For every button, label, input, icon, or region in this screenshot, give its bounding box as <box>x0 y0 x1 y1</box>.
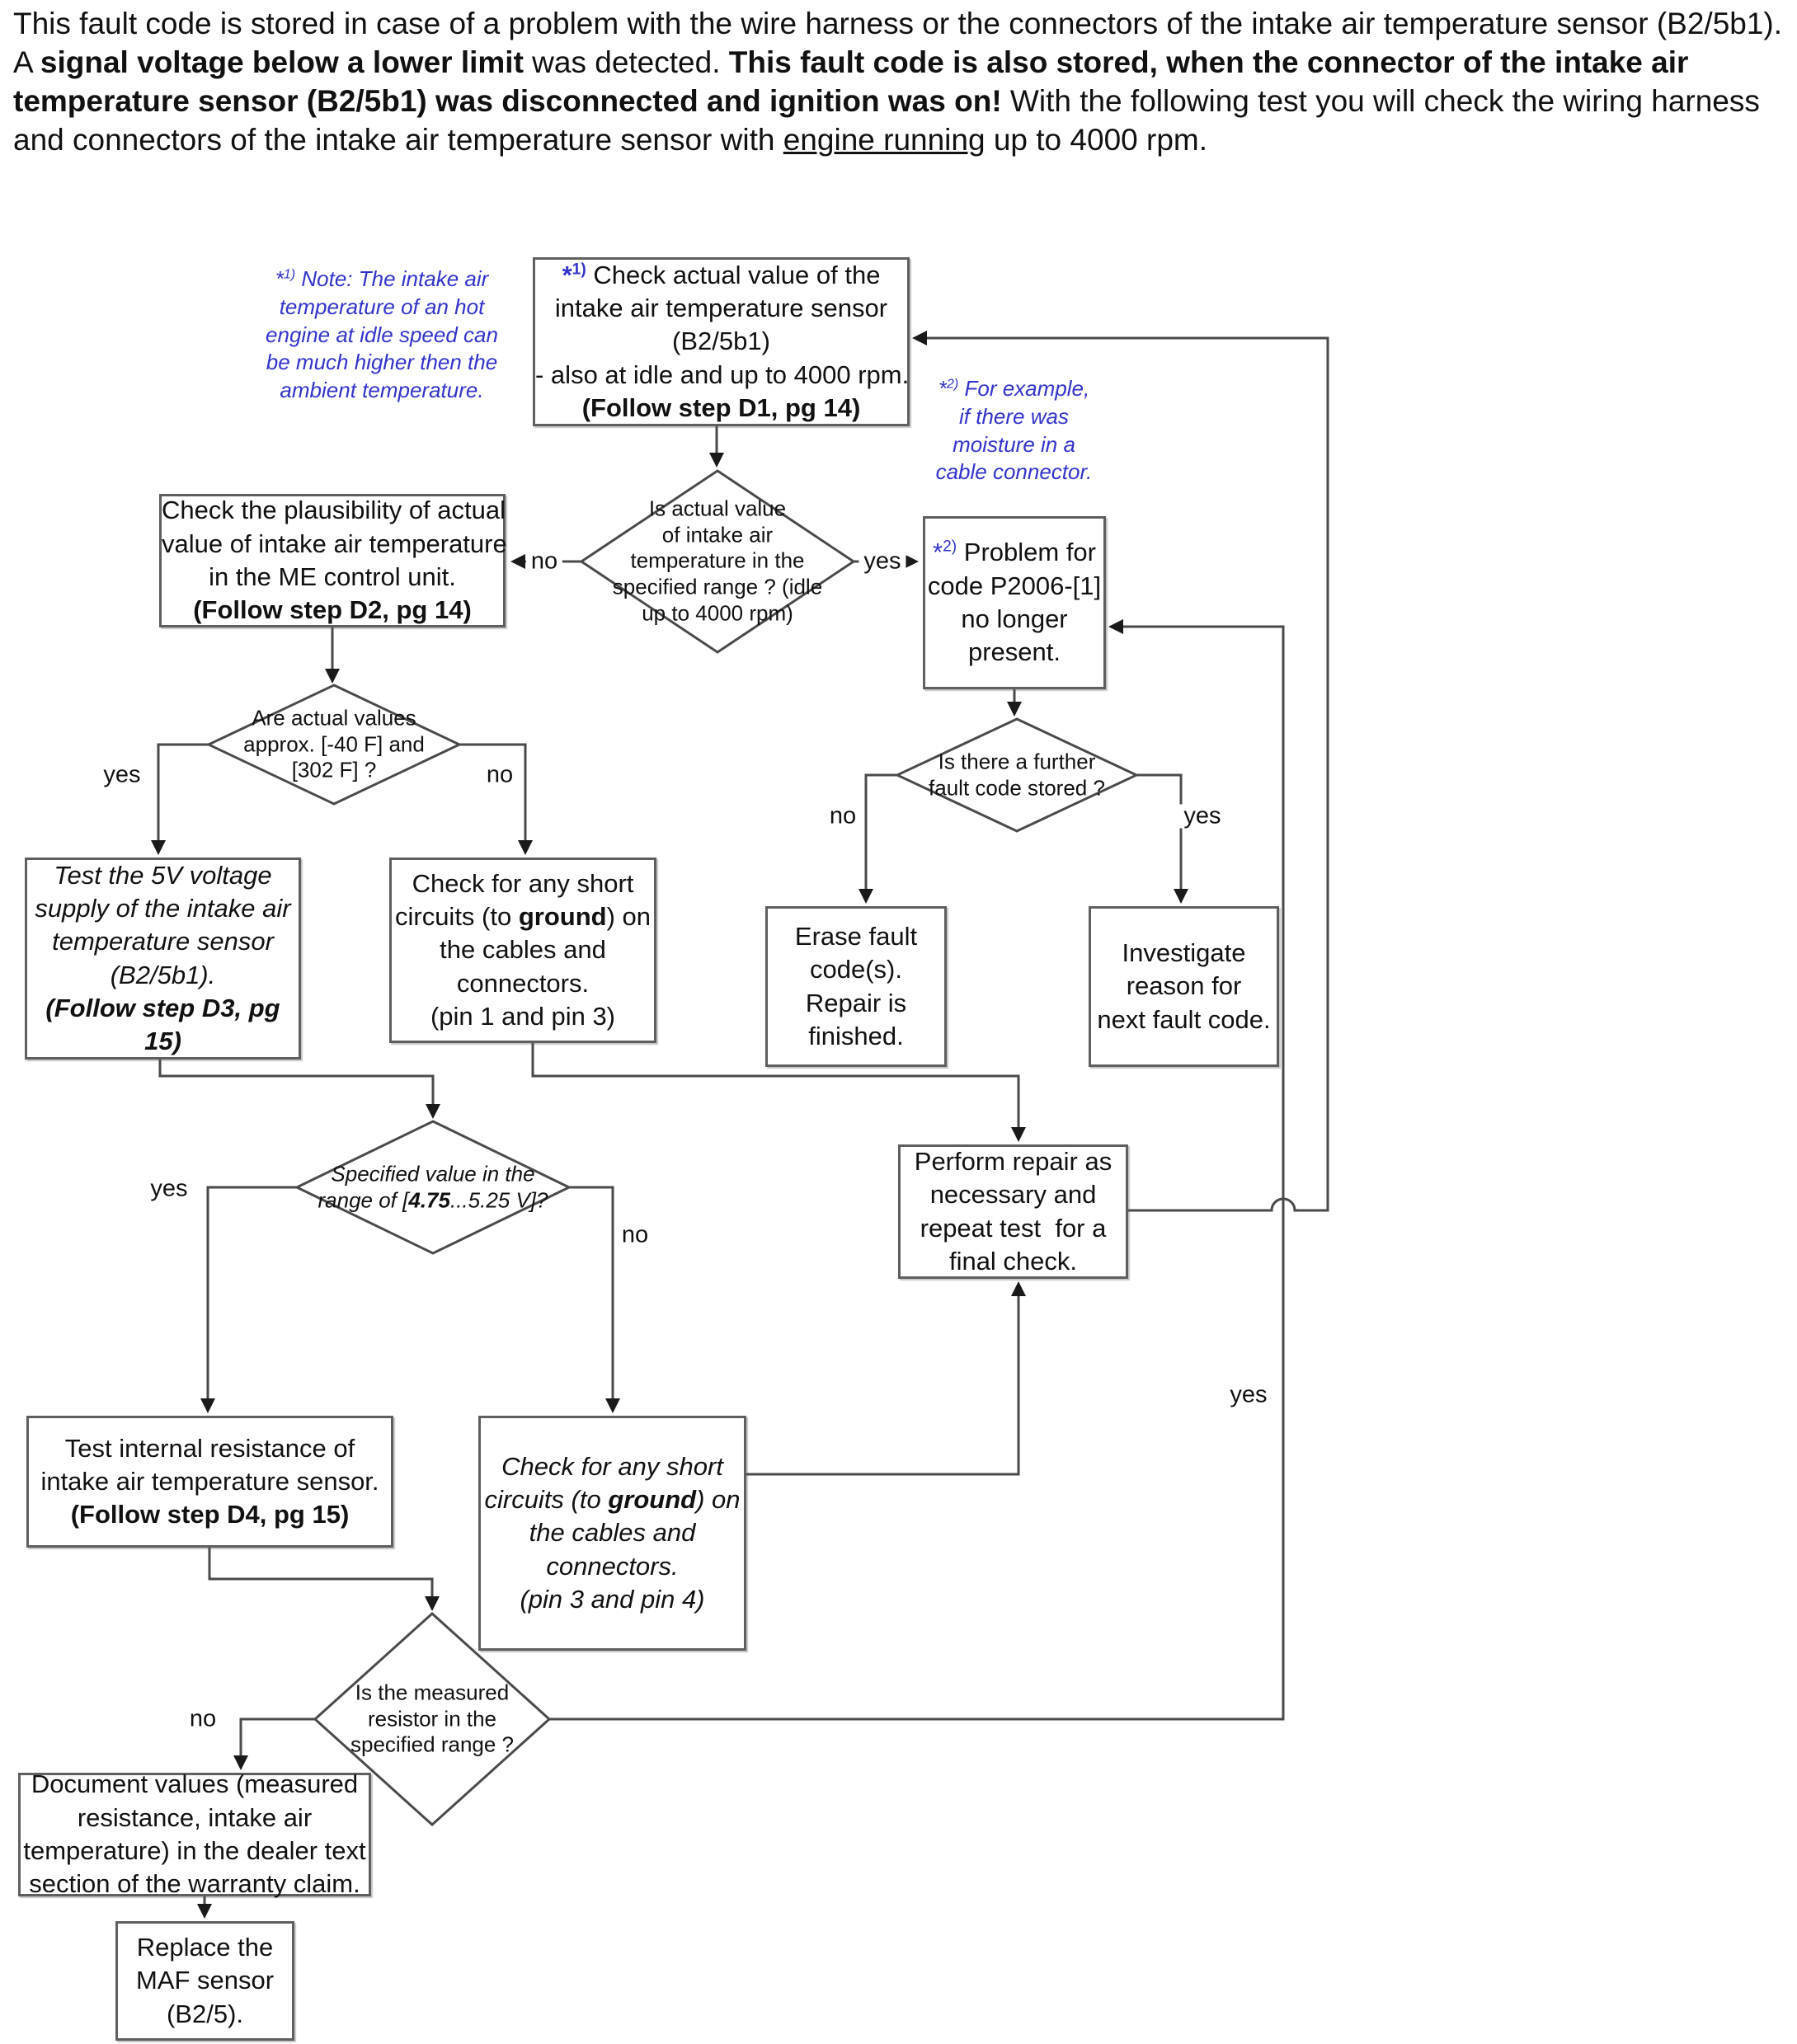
connector-box9-to-box10-bottom <box>746 1281 1026 1476</box>
connector-d2-yes-to-box5 <box>1136 773 1188 904</box>
branch-label-yes: yes <box>1225 1383 1272 1407</box>
connector-d4-no-to-box9 <box>569 1186 620 1413</box>
decision-diamond-measured-resistor-range <box>313 1611 552 1827</box>
connector-d2-no-to-box4 <box>859 773 897 904</box>
decision-diamond-actual-value-range <box>579 469 856 654</box>
connector-box10-loop-to-box1 <box>912 331 1329 1212</box>
branch-label-yes: yes <box>1178 804 1226 829</box>
connector-box8-to-d5 <box>208 1548 440 1611</box>
branch-label-yes: yes <box>145 1177 193 1201</box>
decision-diamond-further-fault-code <box>894 717 1140 833</box>
fault-code-description: This fault code is stored in case of a p… <box>13 7 1783 157</box>
branch-label-no: no <box>616 1223 654 1248</box>
branch-label-no: no <box>184 1707 222 1732</box>
connector-d4-yes-to-box8 <box>200 1186 297 1413</box>
connector-box7-to-box10-top <box>531 1043 1026 1142</box>
connector-box6-to-d4 <box>158 1060 440 1119</box>
connector-d5-no-to-box11 <box>233 1717 315 1770</box>
branch-label-no: no <box>824 804 862 829</box>
decision-diamond-actual-values-approx <box>205 684 463 806</box>
connector-d3-yes-to-box6 <box>151 743 209 855</box>
decision-diamond-specified-voltage-range <box>294 1120 572 1255</box>
connector-d5-yes-to-box3 <box>549 619 1285 1721</box>
branch-label-yes: yes <box>859 549 906 574</box>
connector-d3-no-to-box7 <box>459 743 533 855</box>
branch-label-yes: yes <box>98 763 146 787</box>
branch-label-no: no <box>481 763 519 787</box>
branch-label-no: no <box>525 549 563 574</box>
